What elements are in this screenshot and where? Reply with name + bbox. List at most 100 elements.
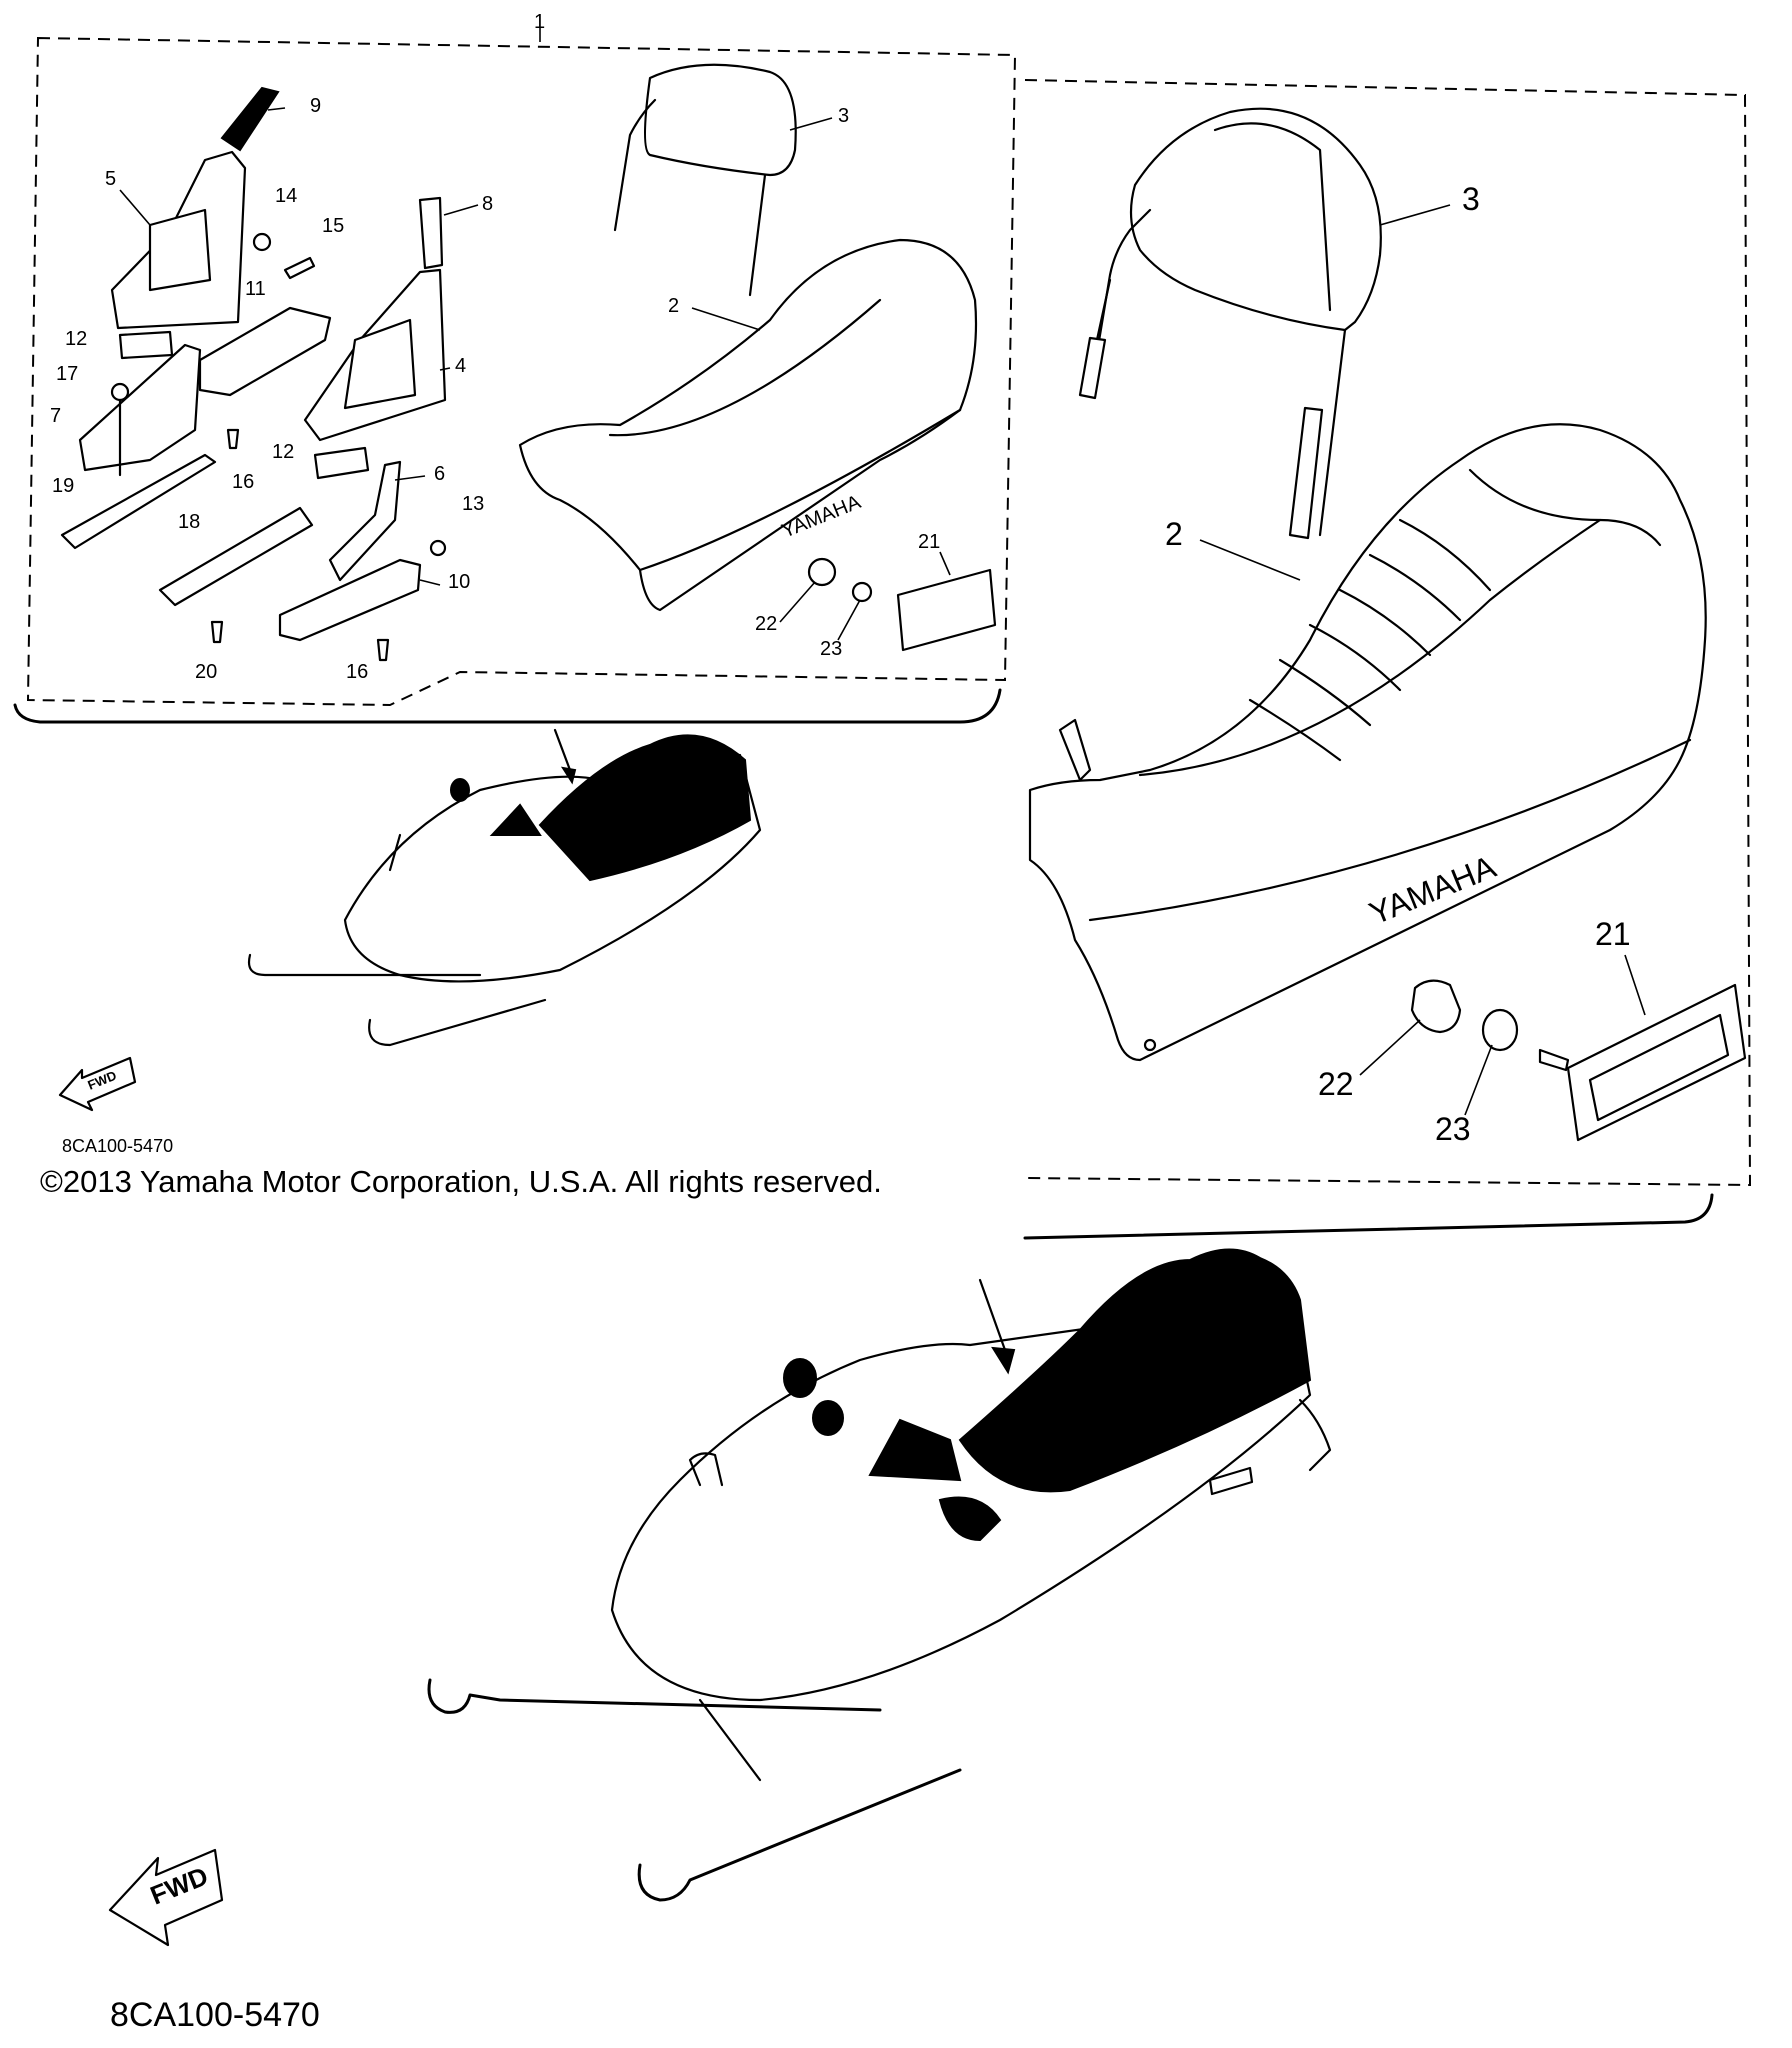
callout-23-large: 23 — [1435, 1111, 1471, 1147]
seat-pleat — [1278, 658, 1372, 727]
rail-19 — [60, 453, 217, 550]
backrest-3-small — [643, 63, 797, 177]
ski-right-large — [637, 1768, 962, 1902]
washer-23 — [1481, 1008, 1519, 1052]
small-exploded-view: YAMAHA 1 2 3 4 5 6 7 8 9 10 11 12 12 13 … — [13, 11, 1017, 1199]
seat-pleat — [1338, 588, 1432, 657]
bracket-4-window — [343, 318, 417, 410]
backrest-rail-r-tube — [1288, 406, 1324, 540]
seat-pleat — [1398, 518, 1492, 592]
windshield-large — [868, 1418, 962, 1482]
large-frame-bracket — [1023, 1193, 1714, 1240]
backrest-3 — [1078, 107, 1382, 540]
ski-left-small — [247, 953, 482, 977]
leader — [394, 475, 426, 481]
leader — [1464, 1044, 1493, 1116]
backrest-pad — [1129, 107, 1382, 332]
seat-2-small-ridge — [608, 298, 882, 437]
seat-ridge — [1138, 518, 1602, 777]
callout-21-small: 21 — [918, 531, 940, 553]
callout-1: 1 — [534, 11, 545, 33]
headlight-large — [938, 1496, 1002, 1542]
bolt-13 — [429, 539, 447, 557]
backrest-rail-l-tube — [1078, 336, 1107, 400]
nut-body — [1410, 979, 1462, 1034]
seat-latch — [1058, 718, 1092, 782]
leader — [439, 367, 451, 371]
nut-14 — [252, 232, 272, 252]
callout-3: 3 — [838, 105, 849, 127]
leader — [443, 204, 479, 216]
pad-12b — [313, 446, 370, 480]
callout-17: 17 — [56, 363, 78, 385]
mirror-large-l — [783, 1358, 817, 1398]
callout-22-small: 22 — [755, 613, 777, 635]
backrest-seam — [1213, 122, 1332, 312]
callout-12b: 12 — [272, 441, 294, 463]
fwd-arrow-small: FWD — [58, 1056, 137, 1112]
arrow-small-head — [560, 766, 577, 785]
nut-22 — [1410, 979, 1462, 1034]
leader — [789, 117, 833, 131]
seat-large-silhouette — [958, 1248, 1312, 1493]
nut-22-small — [807, 557, 837, 587]
callout-15: 15 — [322, 215, 344, 237]
handle-10 — [278, 558, 422, 642]
large-frame — [1024, 79, 1752, 1187]
small-frame — [26, 36, 1017, 707]
callout-13: 13 — [462, 493, 484, 515]
seat-2-small-trim — [638, 408, 962, 572]
callout-20: 20 — [195, 661, 217, 683]
snowmobile-large — [427, 1248, 1332, 1902]
callout-11: 11 — [245, 278, 266, 300]
leader — [939, 551, 951, 576]
backrest-3-small-rail-r — [748, 173, 767, 297]
handle-11 — [198, 306, 332, 397]
reflector-21 — [1538, 983, 1747, 1142]
leader — [1624, 954, 1646, 1016]
grip-8 — [418, 196, 444, 270]
bracket-7 — [78, 343, 202, 472]
callout-7: 7 — [50, 405, 61, 427]
small-frame-bracket — [13, 688, 1002, 724]
fwd-arrow-small-shape — [58, 1056, 137, 1112]
seat-pleat — [1368, 553, 1462, 622]
leader — [267, 107, 286, 111]
ski-right-small — [368, 998, 547, 1047]
rear-bumper — [1298, 1398, 1332, 1472]
copyright-text: ©2013 Yamaha Motor Corporation, U.S.A. A… — [40, 1164, 882, 1199]
seat-pleat — [1308, 623, 1402, 692]
mirror-large-r — [812, 1400, 844, 1436]
grip-9 — [220, 86, 280, 152]
washer-23-small — [851, 581, 873, 603]
rail-18 — [158, 506, 314, 607]
handlebar-large — [688, 1452, 724, 1487]
callout-16b: 16 — [346, 661, 368, 683]
callout-18: 18 — [178, 511, 200, 533]
seat-small-silhouette — [538, 734, 752, 882]
callout-8: 8 — [482, 193, 493, 215]
callout-5: 5 — [105, 168, 116, 190]
bracket-5-window — [148, 208, 212, 292]
seat-trim — [1088, 738, 1692, 922]
fwd-arrow-large-shape — [108, 1848, 224, 1947]
leader — [779, 581, 816, 623]
arrow-small-shaft — [553, 728, 572, 772]
leader — [419, 579, 441, 586]
part-code-large: 8CA100-5470 — [110, 1996, 320, 2034]
seat-2: YAMAHA — [1028, 423, 1707, 1062]
seat-back-seam — [1468, 468, 1662, 547]
leader — [1199, 539, 1301, 581]
snowmobile-small — [247, 728, 762, 1047]
seat-body — [1028, 423, 1707, 1062]
ski-left-large — [427, 1678, 882, 1714]
arrow-large-shaft — [978, 1278, 1007, 1352]
callout-9: 9 — [310, 95, 321, 117]
leader — [837, 599, 861, 641]
leader — [1359, 1019, 1421, 1076]
backrest-3-small-rail-l — [613, 98, 657, 232]
bolt-20 — [210, 620, 224, 644]
windshield-small — [489, 803, 542, 836]
reflector-21-small — [896, 568, 997, 652]
bolt-16a — [226, 428, 240, 450]
